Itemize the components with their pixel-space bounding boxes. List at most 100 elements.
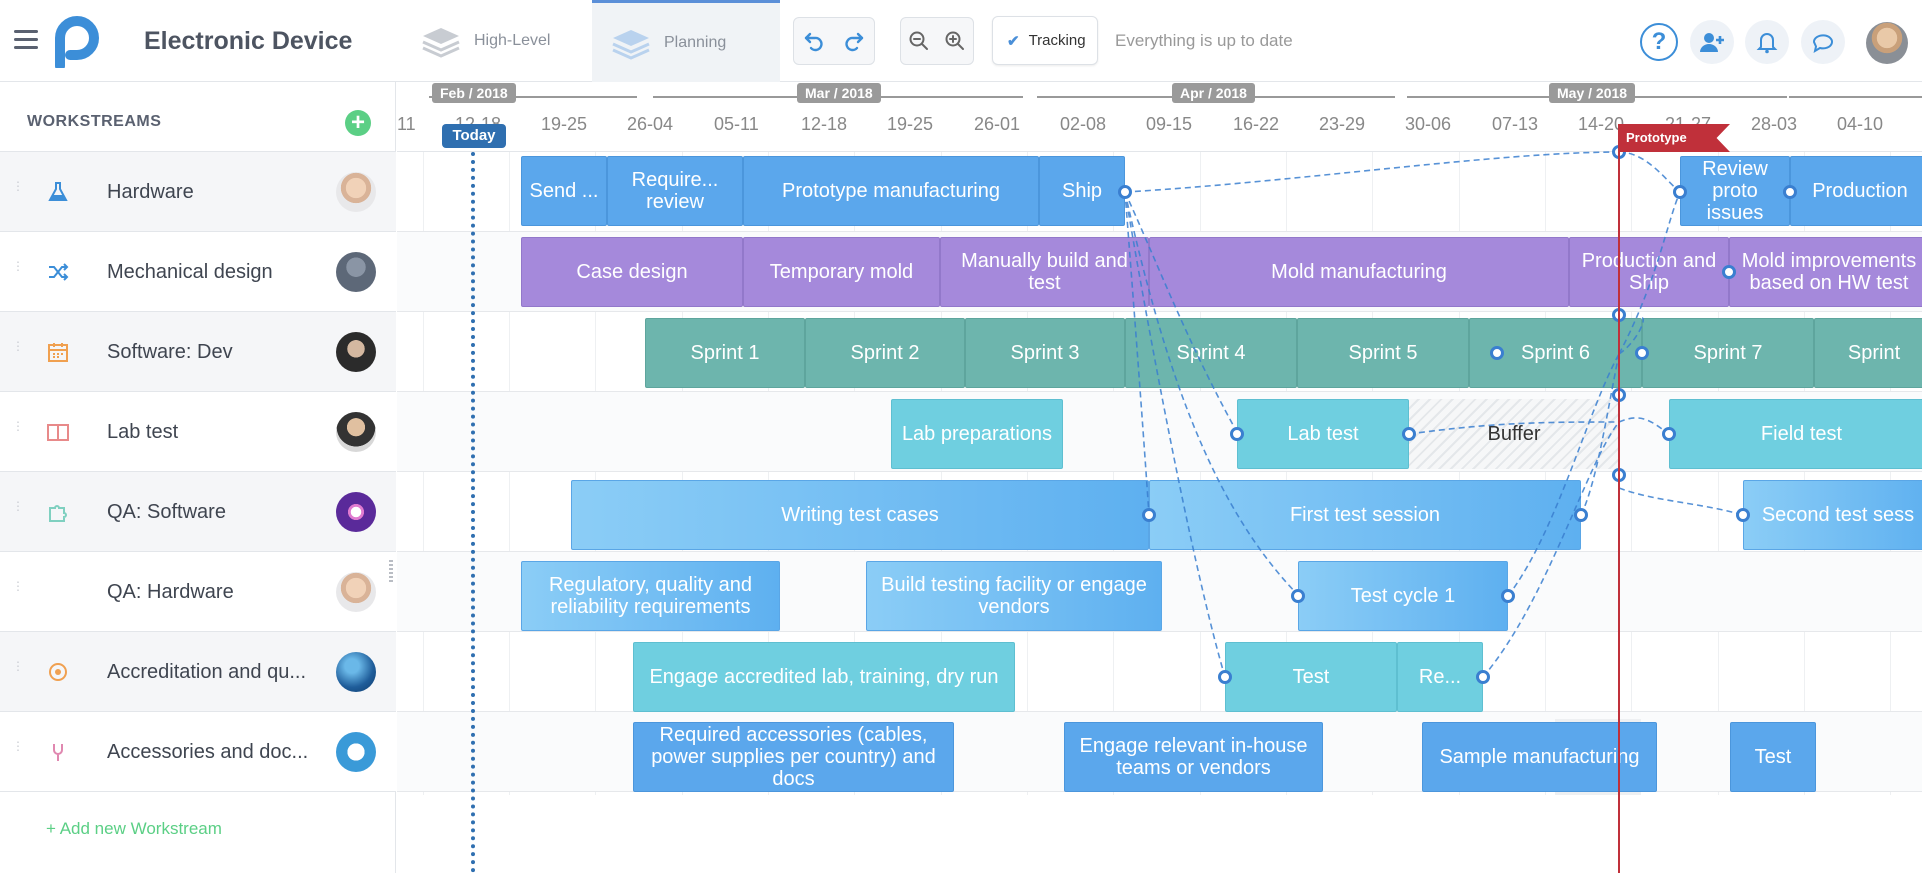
panel-resize-handle[interactable] bbox=[389, 560, 393, 582]
week-gridline bbox=[1718, 152, 1719, 795]
timeline-row bbox=[397, 632, 1922, 712]
dependency-handle[interactable] bbox=[1118, 185, 1132, 199]
task-bar[interactable]: Required accessories (cables, power supp… bbox=[633, 722, 954, 792]
tab-high-level[interactable]: High-Level bbox=[420, 0, 590, 82]
workstream-row[interactable]: ⋮ Lab test bbox=[0, 392, 396, 472]
dependency-handle[interactable] bbox=[1218, 670, 1232, 684]
avatar[interactable] bbox=[336, 252, 376, 292]
task-bar[interactable]: Sprint 2 bbox=[805, 318, 965, 388]
workstream-name: Hardware bbox=[107, 181, 194, 203]
drag-handle-icon[interactable]: ⋮ bbox=[12, 419, 24, 433]
task-bar[interactable]: Production bbox=[1790, 156, 1922, 226]
dependency-handle[interactable] bbox=[1402, 427, 1416, 441]
avatar[interactable] bbox=[336, 332, 376, 372]
task-bar[interactable]: Re... bbox=[1397, 642, 1483, 712]
task-bar[interactable]: Sprint 1 bbox=[645, 318, 805, 388]
today-badge[interactable]: Today bbox=[442, 124, 506, 148]
dependency-handle[interactable] bbox=[1490, 346, 1504, 360]
workstream-row[interactable]: ⋮ Mechanical design bbox=[0, 232, 396, 312]
drag-handle-icon[interactable]: ⋮ bbox=[12, 499, 24, 513]
redo-button[interactable] bbox=[834, 18, 874, 64]
dependency-handle[interactable] bbox=[1476, 670, 1490, 684]
avatar[interactable] bbox=[336, 652, 376, 692]
month-bracket bbox=[1789, 96, 1922, 104]
drag-handle-icon[interactable]: ⋮ bbox=[12, 579, 24, 593]
dependency-handle[interactable] bbox=[1142, 508, 1156, 522]
task-bar[interactable]: Prototype manufacturing bbox=[743, 156, 1039, 226]
add-workstream-link[interactable]: + Add new Workstream bbox=[46, 819, 222, 838]
avatar[interactable] bbox=[336, 412, 376, 452]
workstream-row[interactable]: ⋮ Hardware bbox=[0, 152, 396, 232]
add-workstream-icon[interactable]: + bbox=[345, 110, 371, 136]
drag-handle-icon[interactable]: ⋮ bbox=[12, 739, 24, 753]
menu-icon[interactable] bbox=[14, 30, 38, 50]
task-bar[interactable]: Case design bbox=[521, 237, 743, 307]
project-title[interactable]: Electronic Device bbox=[144, 27, 353, 55]
month-label: Feb / 2018 bbox=[432, 83, 516, 103]
tab-planning[interactable]: Planning bbox=[592, 0, 780, 82]
help-button[interactable]: ? bbox=[1640, 23, 1678, 61]
workstream-row[interactable]: ⋮ Accreditation and qu... bbox=[0, 632, 396, 712]
task-bar[interactable]: Lab preparations bbox=[891, 399, 1063, 469]
task-bar[interactable]: Sample manufacturing bbox=[1422, 722, 1657, 792]
dependency-handle[interactable] bbox=[1662, 427, 1676, 441]
dependency-handle[interactable] bbox=[1722, 265, 1736, 279]
task-bar[interactable]: Manually build and test bbox=[940, 237, 1149, 307]
undo-button[interactable] bbox=[794, 18, 834, 64]
task-bar[interactable]: Test bbox=[1730, 722, 1816, 792]
drag-handle-icon[interactable]: ⋮ bbox=[12, 339, 24, 353]
dependency-handle[interactable] bbox=[1635, 346, 1649, 360]
drag-handle-icon[interactable]: ⋮ bbox=[12, 259, 24, 273]
dependency-handle[interactable] bbox=[1736, 508, 1750, 522]
dependency-handle[interactable] bbox=[1783, 185, 1797, 199]
tracking-toggle[interactable]: ✔ Tracking bbox=[992, 16, 1098, 65]
task-bar[interactable]: Mold improvements based on HW test bbox=[1729, 237, 1922, 307]
dependency-handle[interactable] bbox=[1574, 508, 1588, 522]
task-bar[interactable]: Sprint 4 bbox=[1125, 318, 1297, 388]
task-bar[interactable]: Sprint bbox=[1814, 318, 1922, 388]
task-bar[interactable]: Engage accredited lab, training, dry run bbox=[633, 642, 1015, 712]
task-bar[interactable]: Production and Ship bbox=[1569, 237, 1729, 307]
notifications-button[interactable] bbox=[1745, 20, 1789, 64]
drag-handle-icon[interactable]: ⋮ bbox=[12, 179, 24, 193]
avatar[interactable] bbox=[336, 732, 376, 772]
zoom-in-button[interactable] bbox=[937, 18, 973, 64]
dependency-handle[interactable] bbox=[1673, 185, 1687, 199]
workstream-row[interactable]: ⋮ Accessories and doc... bbox=[0, 712, 396, 792]
dependency-handle[interactable] bbox=[1291, 589, 1305, 603]
avatar[interactable] bbox=[336, 172, 376, 212]
avatar[interactable] bbox=[336, 492, 376, 532]
task-bar[interactable]: Lab test bbox=[1237, 399, 1409, 469]
task-bar[interactable]: Temporary mold bbox=[743, 237, 940, 307]
task-bar[interactable]: Writing test cases bbox=[571, 480, 1149, 550]
workstream-row[interactable]: ⋮ QA: Hardware bbox=[0, 552, 396, 632]
workstream-row[interactable]: ⋮ Software: Dev bbox=[0, 312, 396, 392]
add-user-button[interactable] bbox=[1690, 20, 1734, 64]
task-bar[interactable]: Engage relevant in-house teams or vendor… bbox=[1064, 722, 1323, 792]
task-bar[interactable]: Regulatory, quality and reliability requ… bbox=[521, 561, 780, 631]
task-bar[interactable]: Review proto issues bbox=[1680, 156, 1790, 226]
drag-handle-icon[interactable]: ⋮ bbox=[12, 659, 24, 673]
task-bar[interactable]: Require... review bbox=[607, 156, 743, 226]
workstream-row[interactable]: ⋮ QA: Software bbox=[0, 472, 396, 552]
task-bar[interactable]: Ship bbox=[1039, 156, 1125, 226]
buffer-bar[interactable]: Buffer bbox=[1409, 399, 1619, 469]
task-bar[interactable]: First test session bbox=[1149, 480, 1581, 550]
task-bar[interactable]: Send ... bbox=[521, 156, 607, 226]
task-bar[interactable]: Sprint 3 bbox=[965, 318, 1125, 388]
task-bar[interactable]: Build testing facility or engage vendors bbox=[866, 561, 1162, 631]
task-bar[interactable]: Sprint 7 bbox=[1642, 318, 1814, 388]
task-bar[interactable]: Mold manufacturing bbox=[1149, 237, 1569, 307]
user-avatar[interactable] bbox=[1866, 22, 1908, 64]
dependency-handle[interactable] bbox=[1501, 589, 1515, 603]
dependency-handle[interactable] bbox=[1230, 427, 1244, 441]
task-bar[interactable]: Test cycle 1 bbox=[1298, 561, 1508, 631]
chat-button[interactable] bbox=[1801, 20, 1845, 64]
task-bar[interactable]: Test bbox=[1225, 642, 1397, 712]
task-bar[interactable]: Field test bbox=[1669, 399, 1922, 469]
zoom-out-button[interactable] bbox=[901, 18, 937, 64]
task-bar[interactable]: Second test sess bbox=[1743, 480, 1922, 550]
avatar[interactable] bbox=[336, 572, 376, 612]
milestone-flag[interactable]: Prototype bbox=[1618, 124, 1730, 152]
task-bar[interactable]: Sprint 5 bbox=[1297, 318, 1469, 388]
